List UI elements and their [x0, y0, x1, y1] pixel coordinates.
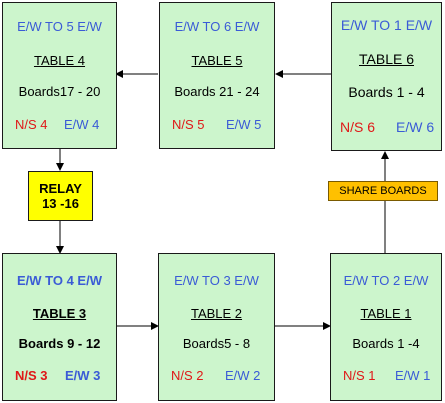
table-6-movement: E/W TO 1 E/W [340, 17, 433, 33]
table-3-movement: E/W TO 4 E/W [17, 273, 102, 288]
table-4-ns: N/S 4 [15, 117, 48, 132]
table-1-ns: N/S 1 [343, 368, 376, 383]
table-2-title: TABLE 2 [190, 306, 243, 321]
table-2-ns: N/S 2 [171, 368, 204, 383]
table-2-box: E/W TO 3 E/W TABLE 2 Boards5 - 8 N/S 2 E… [158, 253, 275, 401]
table-4-title: TABLE 4 [33, 53, 86, 68]
table-1-ew: E/W 1 [395, 368, 431, 383]
relay-boards: 13 -16 [42, 196, 79, 211]
table-6-box: E/W TO 1 E/W TABLE 6 Boards 1 - 4 N/S 6 … [331, 2, 442, 151]
table-1-boards: Boards 1 -4 [352, 336, 420, 351]
table-5-title: TABLE 5 [191, 53, 243, 68]
table-4-box: E/W TO 5 E/W TABLE 4 Boards17 - 20 N/S 4… [2, 2, 117, 149]
table-4-movement: E/W TO 5 E/W [17, 19, 102, 34]
share-boards-label: SHARE BOARDS [328, 181, 438, 201]
table-3-ew: E/W 3 [65, 368, 101, 383]
table-2-boards: Boards5 - 8 [182, 336, 251, 351]
table-4-boards: Boards17 - 20 [18, 84, 101, 99]
table-6-title: TABLE 6 [359, 51, 414, 67]
table-2-movement: E/W TO 3 E/W [174, 273, 259, 288]
table-4-ew: E/W 4 [64, 117, 100, 132]
table-5-ew: E/W 5 [226, 117, 262, 132]
table-2-ew: E/W 2 [225, 368, 261, 383]
table-5-box: E/W TO 6 E/W TABLE 5 Boards 21 - 24 N/S … [159, 2, 275, 149]
table-3-boards: Boards 9 - 12 [18, 336, 101, 351]
table-1-title: TABLE 1 [360, 306, 412, 321]
table-5-movement: E/W TO 6 E/W [174, 19, 260, 34]
table-5-ns: N/S 5 [172, 117, 205, 132]
relay-label: RELAY [39, 181, 82, 196]
table-1-box: E/W TO 2 E/W TABLE 1 Boards 1 -4 N/S 1 E… [330, 253, 442, 401]
table-5-boards: Boards 21 - 24 [174, 84, 260, 99]
table-3-title: TABLE 3 [32, 306, 87, 321]
table-1-movement: E/W TO 2 E/W [343, 273, 429, 288]
table-6-boards: Boards 1 - 4 [348, 84, 425, 100]
table-3-ns: N/S 3 [15, 368, 48, 383]
relay-box: RELAY 13 -16 [28, 171, 93, 221]
table-6-ew: E/W 6 [396, 119, 435, 135]
table-3-box: E/W TO 4 E/W TABLE 3 Boards 9 - 12 N/S 3… [2, 253, 117, 401]
table-6-ns: N/S 6 [340, 119, 376, 135]
